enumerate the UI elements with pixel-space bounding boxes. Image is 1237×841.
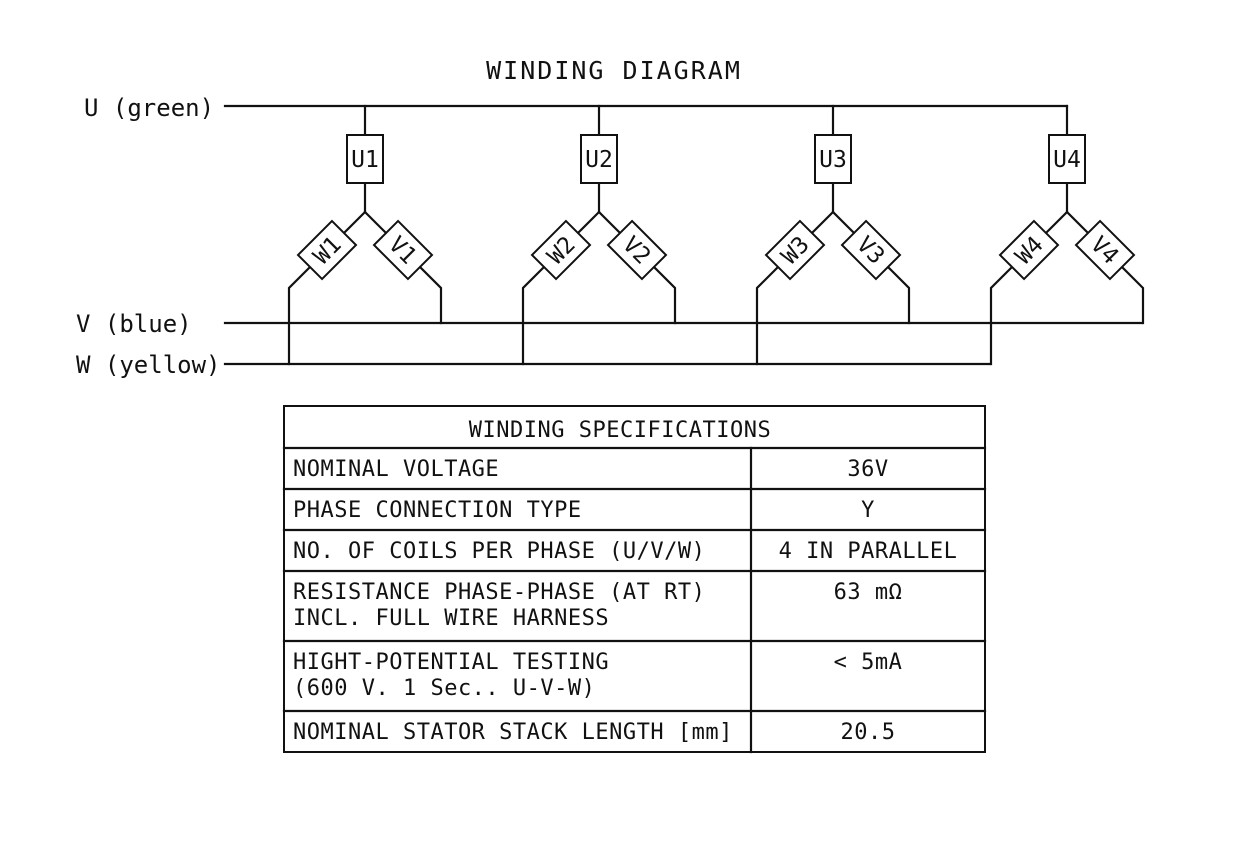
spec-table-border: [283, 405, 986, 753]
spec-value: 4 IN PARALLEL: [779, 539, 958, 564]
u-coil-box: [346, 134, 384, 184]
u-coil-label: U4: [1053, 147, 1081, 173]
star-branch-w: [577, 210, 601, 234]
v-coil-lead: [887, 266, 911, 325]
spec-label: INCL. FULL WIRE HARNESS: [293, 606, 609, 631]
spec-row: PHASE CONNECTION TYPE Y: [282, 498, 987, 532]
w-coil-box: [296, 219, 358, 281]
star-branch-v: [363, 210, 387, 234]
spec-label: PHASE CONNECTION TYPE: [293, 498, 582, 523]
w-coil-box: [998, 219, 1060, 281]
bus-label-v: V (blue): [76, 310, 192, 338]
u-coil-label: U1: [351, 147, 379, 173]
star-branch-w: [343, 210, 367, 234]
v-coil-box: [1074, 219, 1136, 281]
u-coil-label: U2: [585, 147, 613, 173]
u-coil-label: U3: [819, 147, 847, 173]
w-coil: W2: [530, 219, 592, 281]
w-coil-box: [530, 219, 592, 281]
v-coil-lead: [419, 266, 443, 325]
spec-label: NOMINAL VOLTAGE: [293, 457, 499, 482]
bus-label-w: W (yellow): [76, 351, 221, 379]
spec-row: NOMINAL STATOR STACK LENGTH [mm] 20.5: [293, 720, 895, 745]
w-coil-lead: [755, 266, 779, 366]
spec-label: HIGHT-POTENTIAL TESTING: [293, 650, 609, 675]
star-branch-v: [1065, 210, 1089, 234]
v-coil-box: [372, 219, 434, 281]
spec-row: NO. OF COILS PER PHASE (U/V/W) 4 IN PARAL…: [282, 539, 987, 573]
spec-label: RESISTANCE PHASE-PHASE (AT RT): [293, 580, 705, 605]
star-branch-v: [831, 210, 855, 234]
u-coil-box: [580, 134, 618, 184]
spec-value: 36V: [847, 457, 888, 482]
u-coil-box: [814, 134, 852, 184]
u-coil-box: [1048, 134, 1086, 184]
star-branch-w: [1045, 210, 1069, 234]
spec-row: RESISTANCE PHASE-PHASE (AT RT)INCL. FULL…: [282, 580, 987, 643]
diagram-title: WINDING DIAGRAM: [486, 56, 742, 85]
spec-value: Y: [861, 498, 875, 523]
w-coil: W3: [764, 219, 826, 281]
v-coil-lead: [653, 266, 677, 325]
spec-label: (600 V. 1 Sec.. U-V-W): [293, 676, 595, 701]
spec-label: NOMINAL STATOR STACK LENGTH [mm]: [293, 720, 733, 745]
star-branch-v: [597, 210, 621, 234]
spec-value: 20.5: [841, 720, 896, 745]
spec-rows: NOMINAL VOLTAGE 36V PHASE CONNECTION TYPE Y…: [282, 446, 987, 754]
v-coil-box: [606, 219, 668, 281]
spec-value: < 5mA: [834, 650, 903, 675]
w-coil-lead: [521, 266, 545, 366]
star-branch-w: [811, 210, 835, 234]
spec-row: NOMINAL VOLTAGE 36V: [282, 457, 987, 491]
w-coil-box: [764, 219, 826, 281]
spec-table-title: WINDING SPECIFICATIONS: [469, 418, 771, 443]
v-coil: V1: [372, 219, 434, 281]
bus-label-u: U (green): [84, 94, 214, 122]
v-coil-lead: [1121, 266, 1145, 325]
w-coil: W1: [296, 219, 358, 281]
w-coil-lead: [287, 266, 311, 366]
v-coil-box: [840, 219, 902, 281]
w-coil-lead: [989, 266, 1013, 366]
spec-value: 63 mΩ: [834, 580, 903, 605]
spec-label: NO. OF COILS PER PHASE (U/V/W): [293, 539, 705, 564]
spec-table: WINDING SPECIFICATIONS NOMINAL VOLTAGE 36…: [282, 405, 987, 754]
spec-row: HIGHT-POTENTIAL TESTING(600 V. 1 Sec.. U…: [282, 650, 987, 713]
